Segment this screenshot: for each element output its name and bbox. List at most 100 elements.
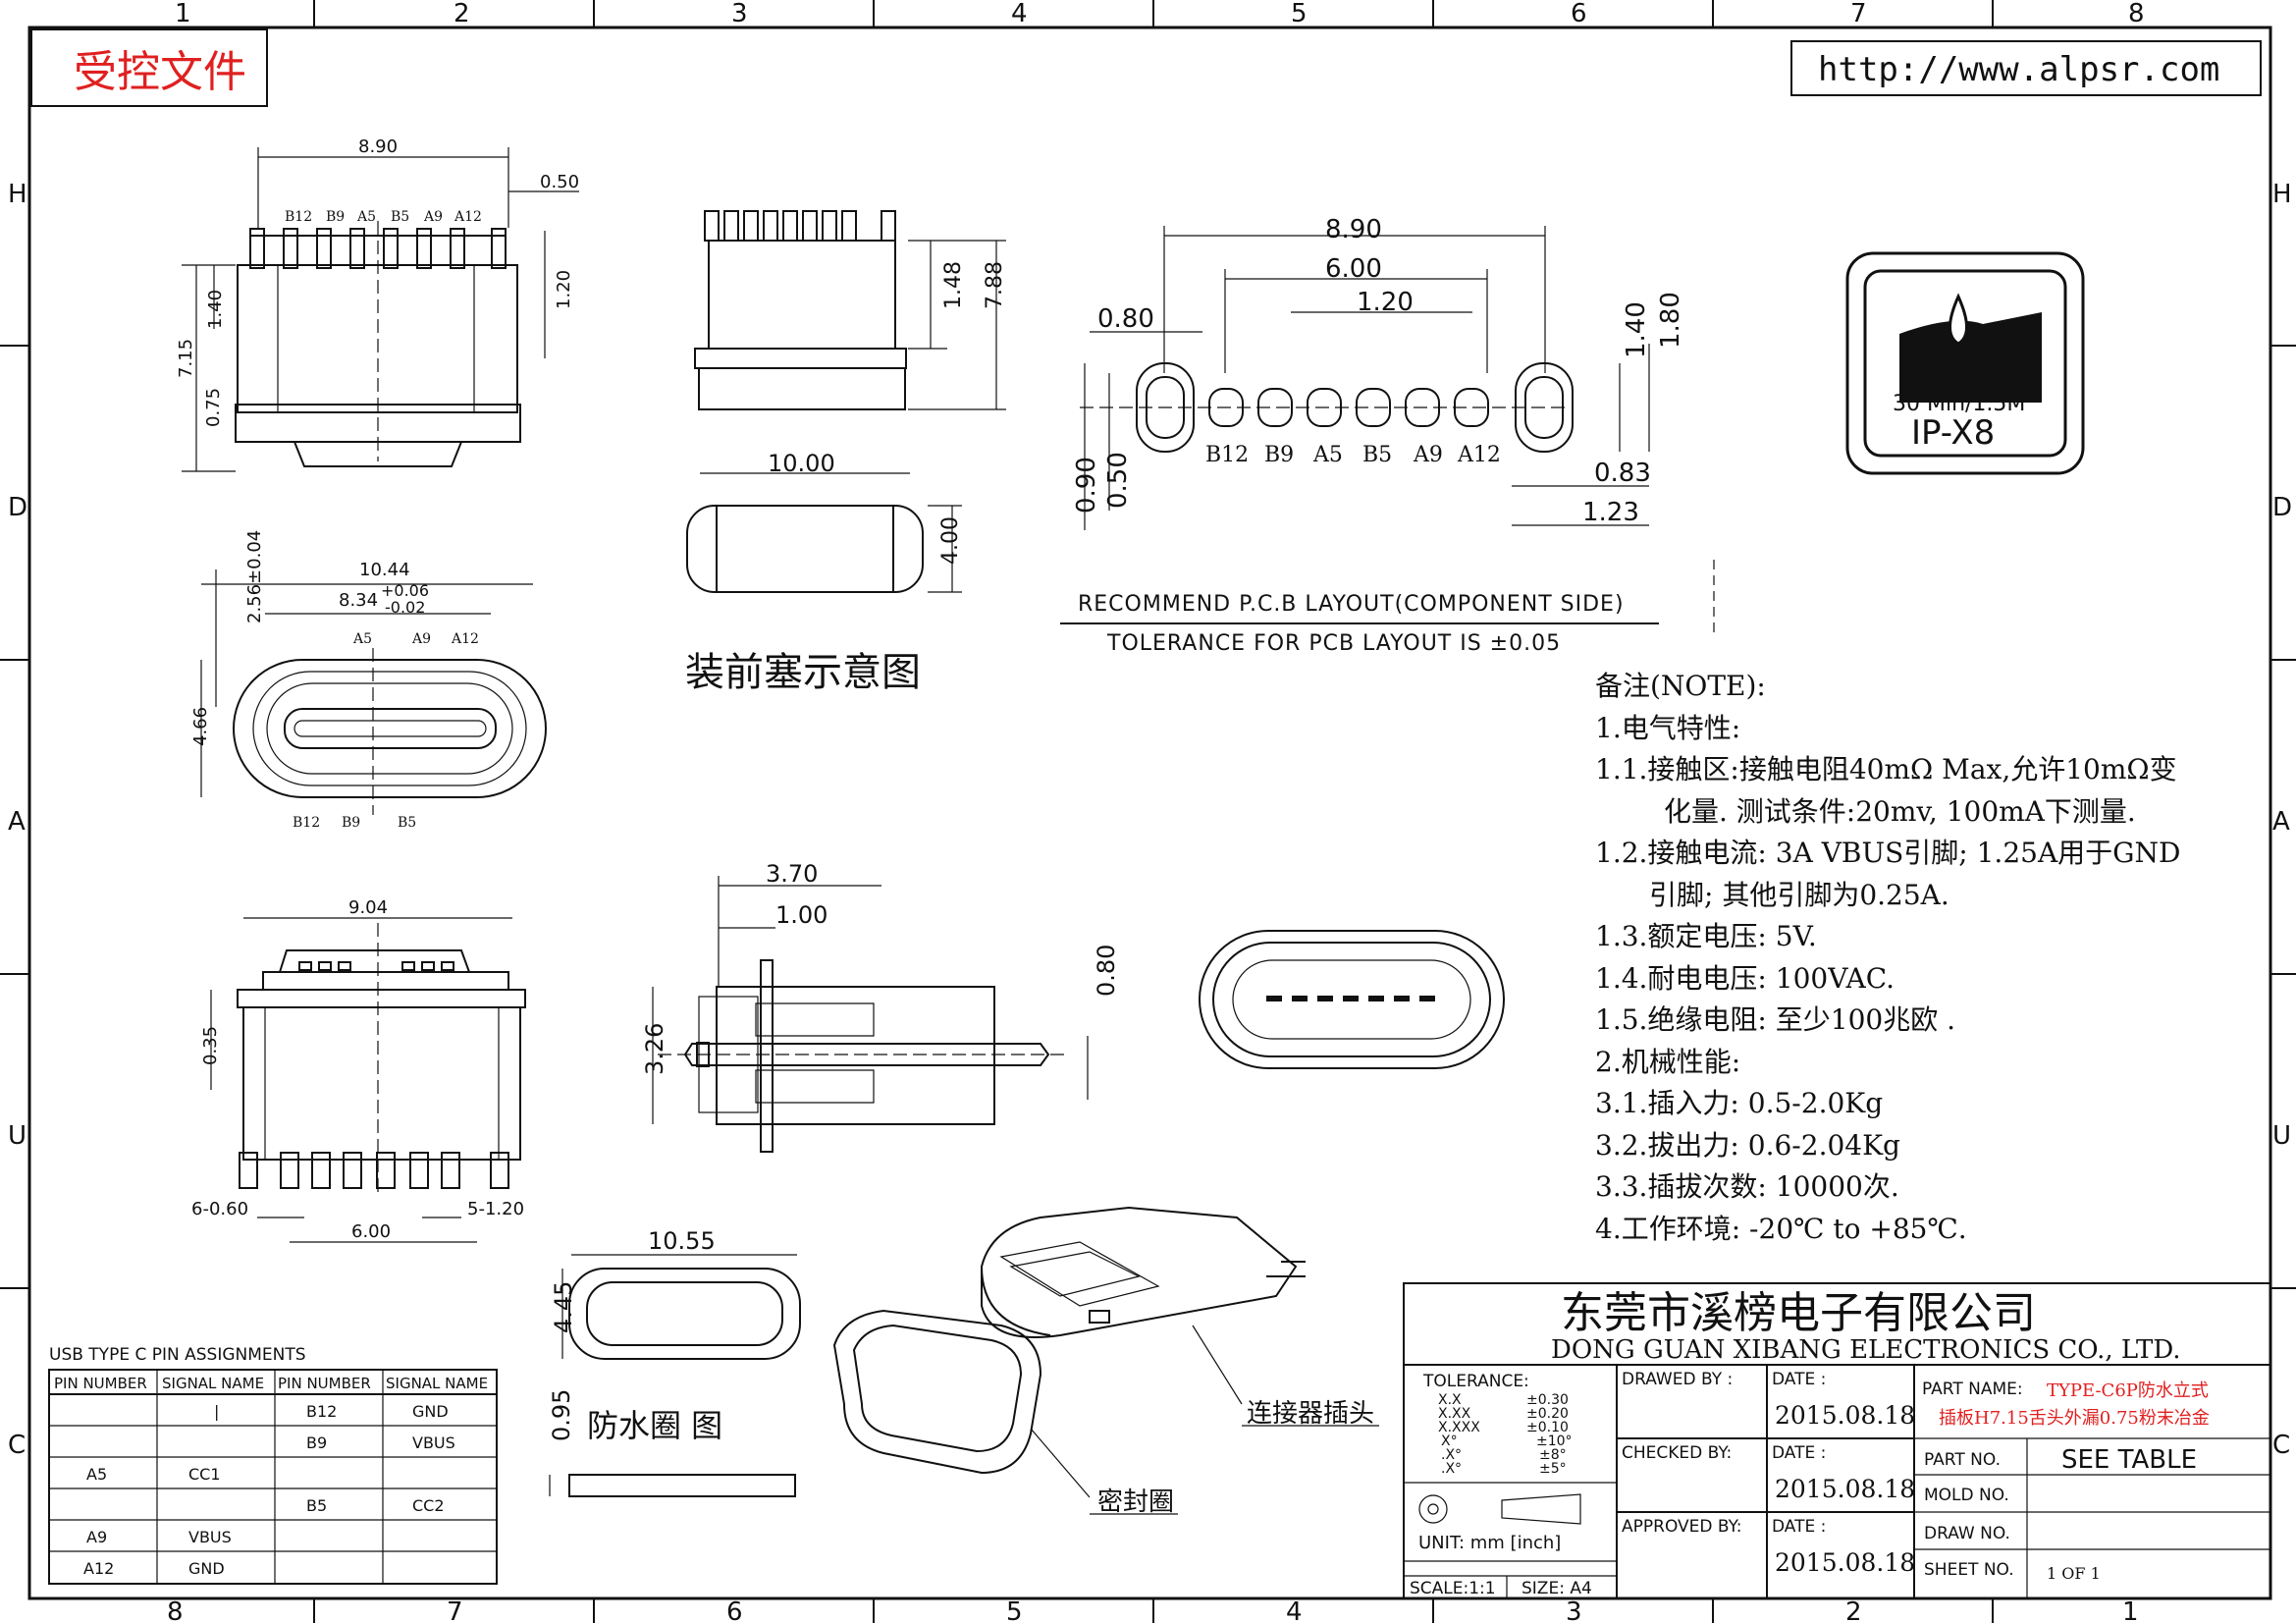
tolerance-value: ±8° [1539, 1447, 1567, 1463]
pin-table-title: USB TYPE C PIN ASSIGNMENTS [49, 1345, 306, 1365]
date-label: DATE : [1772, 1443, 1826, 1463]
dim-label: 0.50 [540, 172, 579, 192]
website-url: http://www.alpsr.com [1818, 50, 2219, 89]
pin-table-cell: | [214, 1402, 219, 1421]
side-view: 1.48 7.88 [694, 210, 1007, 410]
pin-table-header: PIN NUMBER [278, 1375, 371, 1392]
seal-caption: 防水圈 图 [587, 1407, 722, 1444]
top-zone-numbers: 1 2 3 4 5 6 7 8 [175, 0, 2145, 28]
zone-letter: H [2272, 180, 2292, 209]
dim-label: 6-0.60 [191, 1199, 248, 1219]
note-line: 1.5.绝缘电阻: 至少100兆欧 . [1595, 1003, 1955, 1036]
size-label: SIZE: A4 [1522, 1579, 1592, 1598]
dim-label: 9.04 [348, 897, 388, 918]
part-name-label: PART NAME: [1922, 1380, 2023, 1399]
checked-by-label: CHECKED BY: [1622, 1443, 1732, 1463]
pin-table-header: PIN NUMBER [54, 1375, 147, 1392]
pin-label: A9 [1413, 443, 1443, 467]
dim-label: 0.83 [1594, 459, 1651, 488]
bottom-view: 9.04 0.35 6-0.60 5-1.20 6.00 [191, 897, 526, 1243]
assembly-caption: 装前塞示意图 [685, 650, 921, 695]
note-line: 3.1.插入力: 0.5-2.0Kg [1595, 1087, 1883, 1119]
dim-label: 6.00 [351, 1221, 391, 1242]
controlled-document-stamp [30, 28, 268, 107]
pin-label: B12 [1205, 443, 1249, 467]
zone-number: 7 [447, 1597, 463, 1623]
tolerance-value: ±0.30 [1526, 1392, 1569, 1408]
note-line: 1.2.接触电流: 3A VBUS引脚; 1.25A用于GND [1595, 837, 2181, 869]
sheet-no-label: SHEET NO. [1924, 1560, 2014, 1580]
dim-label: 1.20 [1357, 288, 1414, 317]
tolerance-key: X° [1441, 1434, 1458, 1449]
front-view: 10.44 8.34 +0.06 -0.02 A5 A9 A12 B12 B9 … [190, 530, 547, 831]
pin-table-cell: GND [412, 1402, 449, 1421]
pin-label: A12 [454, 209, 482, 225]
draw-no-label: DRAW NO. [1924, 1524, 2010, 1543]
note-line: 3.3.插拔次数: 10000次. [1595, 1170, 1899, 1203]
pin-table-cell: VBUS [412, 1434, 455, 1452]
zone-number: 1 [2122, 1597, 2139, 1623]
pin-label: B9 [326, 209, 345, 225]
section-view: 3.70 1.00 0.80 3.26 [641, 860, 1120, 1153]
dim-label: 1.00 [775, 901, 828, 929]
dim-label: 0.75 [203, 388, 224, 427]
part-name-value: TYPE-C6P防水立式 [2047, 1380, 2209, 1401]
pin-label: B12 [293, 815, 320, 831]
zone-letter: C [8, 1431, 26, 1460]
pin-table-cell: B12 [306, 1402, 337, 1421]
part-no-label: PART NO. [1924, 1450, 2001, 1470]
zone-letter: U [2272, 1121, 2291, 1151]
date-label: DATE : [1772, 1517, 1826, 1537]
pin-table-cell: GND [188, 1559, 225, 1578]
approved-by-label: APPROVED BY: [1622, 1517, 1741, 1537]
date-value: 2015.08.18 [1775, 1475, 1915, 1503]
dim-label: 10.00 [768, 450, 835, 477]
pcb-layout: 8.90 6.00 1.20 0.80 B12 B9 A5 B5 A9 A12 … [1060, 215, 1715, 656]
tolerance-label: TOLERANCE: [1422, 1372, 1529, 1391]
stamp-text: 受控文件 [74, 47, 246, 97]
zone-number: 5 [1006, 1597, 1023, 1623]
zone-number: 8 [2128, 0, 2145, 28]
dim-label: 0.90 [1072, 457, 1101, 514]
dim-label: 1.80 [1656, 292, 1685, 349]
pin-label: A9 [423, 209, 443, 225]
iso-view: 连接器插头 密封圈 [832, 1206, 1379, 1517]
note-line: 化量. 测试条件:20mv, 100mA下测量. [1664, 795, 2136, 828]
dim-label: 4.45 [550, 1281, 577, 1333]
ip-rating-badge: 30 Min/1.5M IP-X8 [1845, 251, 2085, 475]
seal-ring-view: 10.55 4.45 防水圈 图 0.95 [548, 1227, 801, 1497]
pin-label: B9 [342, 815, 360, 831]
note-line: 1.3.额定电压: 5V. [1595, 920, 1817, 952]
end-view: 10.00 4.00 [686, 450, 963, 593]
dim-label: 3.70 [766, 860, 818, 888]
date-value: 2015.08.18 [1775, 1401, 1915, 1430]
dim-label: 0.95 [548, 1389, 575, 1441]
pin-table-cell: B5 [306, 1496, 327, 1515]
top-view: 8.90 0.50 B12 B9 A5 B5 A9 A12 1.40 7.15 … [176, 136, 579, 472]
pin-table-cell: A9 [86, 1528, 107, 1546]
zone-number: 8 [167, 1597, 184, 1623]
website-box [1790, 40, 2262, 96]
part-name-value: 插板H7.15舌头外漏0.75粉末冶金 [1939, 1408, 2210, 1429]
connector-label: 连接器插头 [1247, 1399, 1374, 1429]
pin-table-header: SIGNAL NAME [386, 1375, 488, 1392]
dim-label: 6.00 [1325, 254, 1382, 284]
note-line: 引脚; 其他引脚为0.25A. [1649, 879, 1949, 911]
company-name-cn: 东莞市溪榜电子有限公司 [1561, 1288, 2036, 1338]
pin-table-cell: VBUS [188, 1528, 232, 1546]
water-drop-icon [1949, 293, 1968, 346]
zone-number: 5 [1291, 0, 1308, 28]
pin-label: B5 [398, 815, 416, 831]
projection-symbol-icon [1418, 1494, 1448, 1524]
dim-label: 8.90 [358, 136, 398, 157]
pin-label: B5 [391, 209, 409, 225]
dim-label: 2.56±0.04 [244, 530, 265, 623]
tolerance-key: .X° [1441, 1447, 1462, 1463]
pin-table: USB TYPE C PIN ASSIGNMENTS PIN NUMBER SI… [48, 1345, 498, 1585]
dim-label: 10.55 [648, 1227, 716, 1255]
scale-label: SCALE:1:1 [1410, 1579, 1496, 1598]
pin-label: A5 [1312, 443, 1343, 467]
zone-letter: U [8, 1121, 27, 1151]
pin-label: B5 [1362, 443, 1392, 467]
